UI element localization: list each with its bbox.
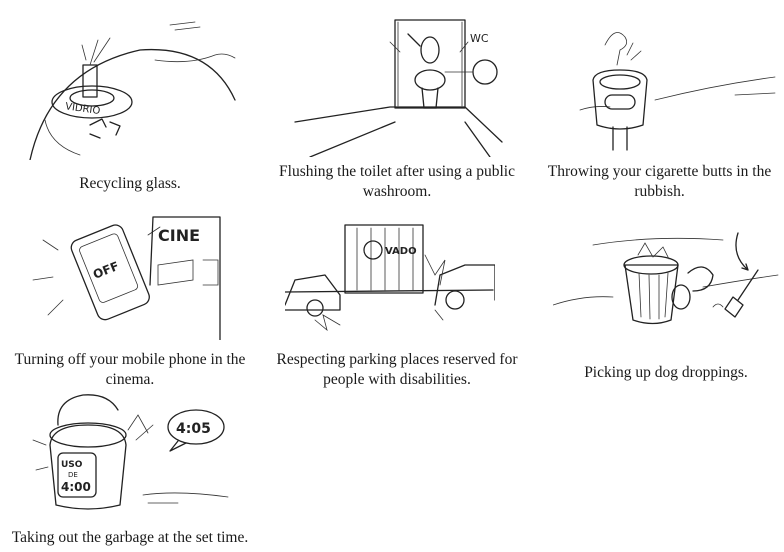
cine-label: CINE	[158, 226, 200, 245]
garbage-bin-icon: USO DE 4:00 4:05	[28, 385, 240, 510]
de-label: DE	[68, 471, 78, 479]
mobile-phone-icon: OFF CINE	[28, 205, 233, 340]
parked-car-icon: VADO	[285, 220, 495, 338]
toilet-icon: WC	[290, 12, 505, 157]
wc-label: WC	[470, 32, 489, 45]
vado-label: VADO	[385, 246, 417, 257]
caption-mobile-phone: Turning off your mobile phone in the cin…	[14, 351, 246, 388]
vidrio-label: VIDRIO	[64, 101, 101, 117]
recycling-bin-icon: VIDRIO	[20, 10, 240, 160]
off-label: OFF	[91, 259, 121, 282]
uso-label: USO	[61, 460, 83, 470]
dog-bin-icon	[553, 225, 780, 340]
caption-cigarette-butts: Throwing your cigarette butts in the rub…	[547, 163, 772, 200]
caption-parking-places: Respecting parking places reserved for p…	[276, 351, 518, 388]
bin-time-label: 4:00	[61, 480, 91, 494]
clock-label: 4:05	[176, 421, 211, 437]
caption-garbage-time: Taking out the garbage at the set time.	[11, 529, 249, 546]
trash-can-icon	[575, 15, 780, 160]
caption-flushing-toilet: Flushing the toilet after using a public…	[279, 163, 515, 200]
caption-recycling-glass: Recycling glass.	[79, 175, 181, 192]
caption-dog-droppings: Picking up dog droppings.	[584, 364, 748, 381]
